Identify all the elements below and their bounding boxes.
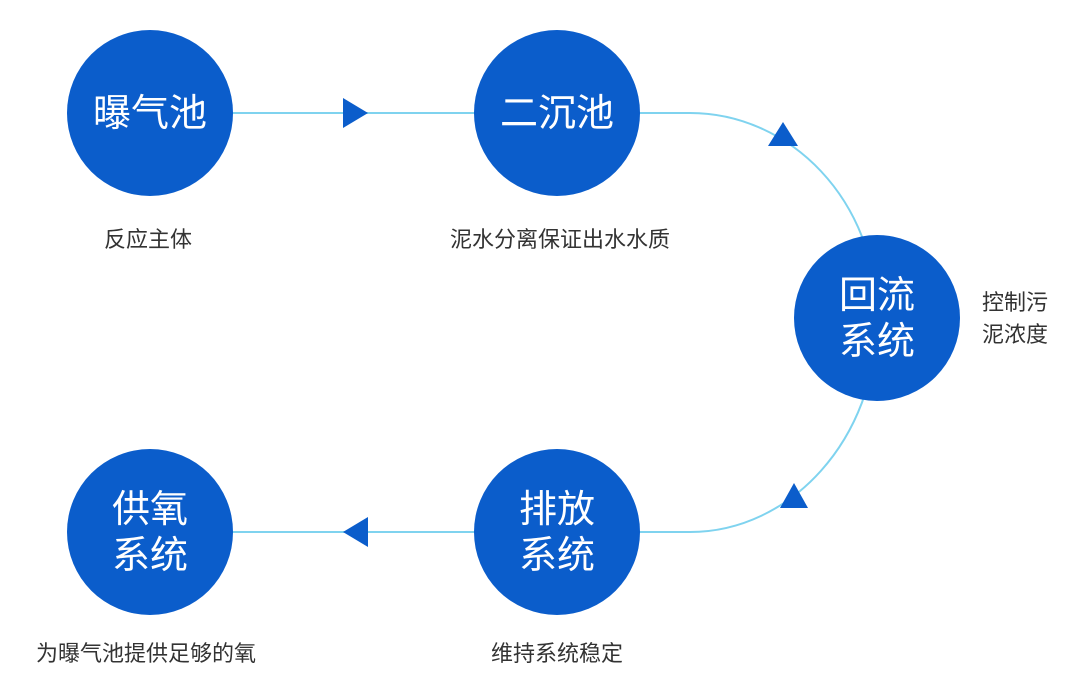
node-label: 二沉池 [499, 91, 614, 135]
node-description: 反应主体 [103, 228, 193, 253]
node-description: 泥水分离保证出水水质 [449, 228, 671, 253]
arrow-up-icon [780, 483, 808, 508]
node-oxygen-supply-system: 供氧系统 [67, 449, 233, 615]
arrow-right-icon [343, 98, 368, 128]
arrow-up-icon [768, 122, 798, 146]
node-aeration-tank: 曝气池 [67, 30, 233, 196]
node-secondary-clarifier: 二沉池 [474, 30, 640, 196]
node-label: 曝气池 [92, 91, 207, 135]
node-description: 维持系统稳定 [490, 642, 624, 667]
node-description: 为曝气池提供足够的氧 [35, 642, 257, 667]
arrow-left-icon [343, 517, 368, 547]
node-discharge-system: 排放系统 [474, 449, 640, 615]
node-label: 回流系统 [838, 273, 915, 363]
node-description: 控制污泥浓度 [982, 291, 1049, 348]
node-label: 供氧系统 [111, 487, 188, 577]
node-return-system: 回流系统 [794, 235, 960, 401]
node-label: 排放系统 [518, 487, 595, 577]
